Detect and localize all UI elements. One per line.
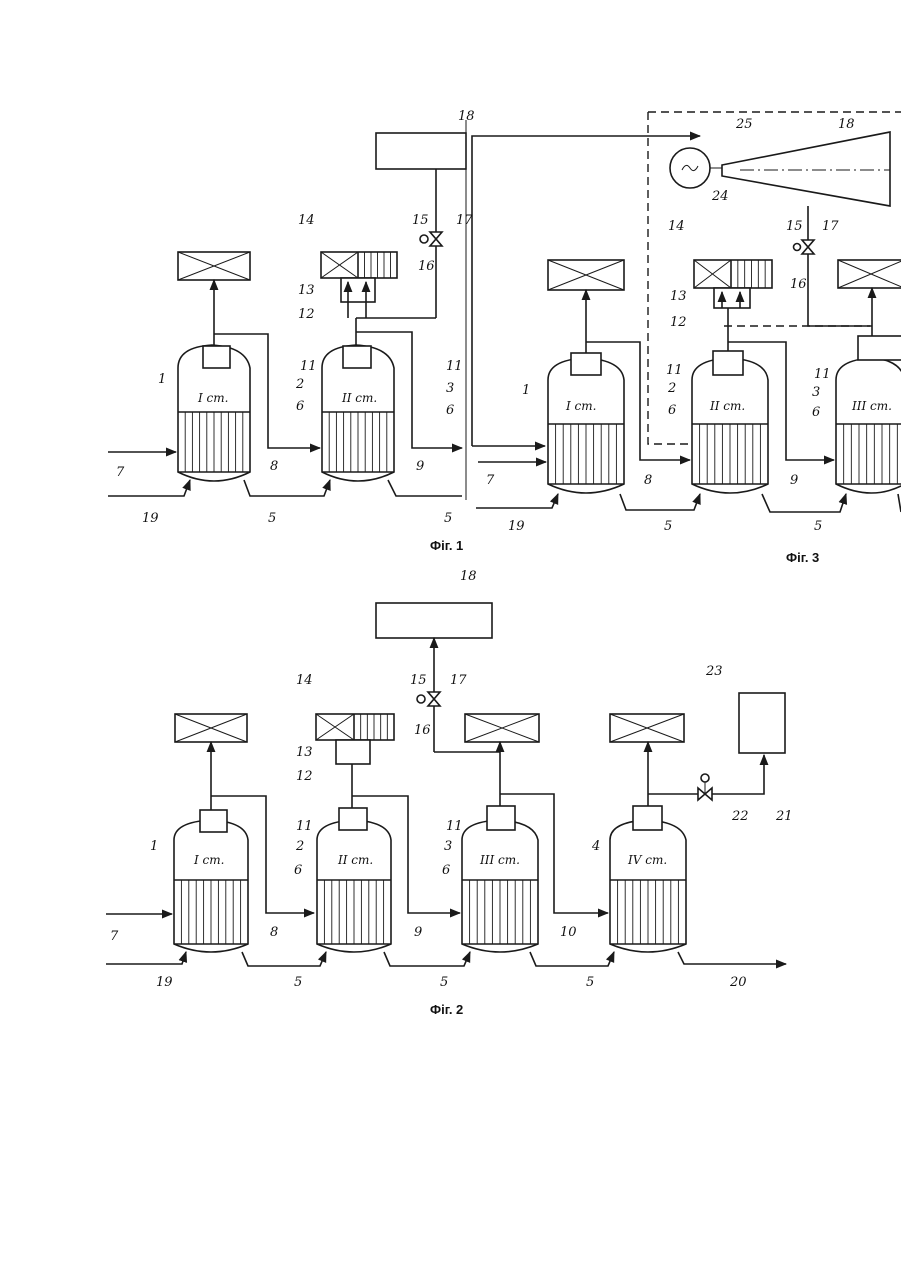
ref-number: 6 <box>446 403 454 418</box>
ref-number: 19 <box>156 975 173 990</box>
figure-3 <box>472 112 901 512</box>
ref-number: 8 <box>644 473 652 488</box>
f2-valve-17-icon <box>428 692 440 706</box>
ref-number: 11 <box>814 367 831 382</box>
ref-number: 14 <box>298 213 315 228</box>
ref-number: 12 <box>670 315 687 330</box>
ref-number: 8 <box>270 459 278 474</box>
stage-label: IV ст. <box>627 853 667 867</box>
ref-number: 12 <box>298 307 315 322</box>
ref-number: 16 <box>418 259 435 274</box>
ref-number: 11 <box>446 359 463 374</box>
ref-number: 3 <box>446 381 454 396</box>
ref-number: 19 <box>508 519 525 534</box>
ref-number: 13 <box>670 289 687 304</box>
turbine-18-icon <box>722 132 890 206</box>
figure-2-caption: Фіг. 2 <box>430 1002 463 1017</box>
ref-number: 6 <box>668 403 676 418</box>
ref-number: 10 <box>560 925 577 940</box>
stage-label: III ст. <box>479 853 520 867</box>
ref-number: 5 <box>440 975 448 990</box>
ref-number: 2 <box>295 377 304 392</box>
ref-number: 16 <box>414 723 431 738</box>
ref-number: 4 <box>591 839 600 854</box>
ref-number: 20 <box>729 975 747 990</box>
ref-number: 5 <box>294 975 302 990</box>
ref-number: 6 <box>442 863 450 878</box>
figure-3-caption: Фіг. 3 <box>786 550 819 565</box>
stage-label: I ст. <box>193 853 224 867</box>
ref-number: 5 <box>586 975 594 990</box>
ref-number: 9 <box>790 473 798 488</box>
ref-number: 9 <box>414 925 422 940</box>
ref-number: 11 <box>446 819 463 834</box>
figure-1-caption: Фіг. 1 <box>430 538 463 553</box>
ref-number: 17 <box>450 673 467 688</box>
ref-number: 24 <box>711 189 729 204</box>
ref-number: 7 <box>116 465 125 480</box>
ref-number: 3 <box>444 839 452 854</box>
stage-label: II ст. <box>709 399 745 413</box>
ref-number: 15 <box>786 219 803 234</box>
ref-number: 22 <box>731 809 749 824</box>
ref-number: 19 <box>142 511 159 526</box>
ref-number: 13 <box>296 745 313 760</box>
ref-number: 11 <box>300 359 317 374</box>
f3-reactor-stage-3 <box>836 336 901 493</box>
unit-14-15-box <box>321 252 397 278</box>
ref-number: 2 <box>295 839 304 854</box>
ref-number: 17 <box>822 219 839 234</box>
ref-number: 5 <box>268 511 276 526</box>
figure-2 <box>106 603 786 966</box>
ref-number: 2 <box>667 381 676 396</box>
stage-label: I ст. <box>565 399 596 413</box>
ref-number: 15 <box>410 673 427 688</box>
ref-number: 7 <box>486 473 495 488</box>
ref-number: 11 <box>296 819 313 834</box>
f2-unit-23-box <box>739 693 785 753</box>
ref-number: 6 <box>812 405 820 420</box>
ref-number: 18 <box>458 109 475 124</box>
ref-number: 5 <box>814 519 822 534</box>
ref-number: 21 <box>775 809 793 824</box>
ref-number: 17 <box>456 213 473 228</box>
ref-number: 5 <box>664 519 672 534</box>
ref-number: 6 <box>296 399 304 414</box>
stage-label: II ст. <box>337 853 373 867</box>
ref-number: 3 <box>812 385 820 400</box>
ref-number: 1 <box>158 372 166 387</box>
ref-number: 8 <box>270 925 278 940</box>
ref-number: 14 <box>668 219 685 234</box>
ref-number: 1 <box>522 383 530 398</box>
stage-label: I ст. <box>197 391 228 405</box>
ref-number: 7 <box>110 929 119 944</box>
ref-number: 25 <box>735 117 753 132</box>
valve-17-icon <box>430 232 442 246</box>
ref-number: 1 <box>150 839 158 854</box>
f2-unit-18-box <box>376 603 492 638</box>
ref-number: 12 <box>296 769 313 784</box>
ref-number: 6 <box>294 863 302 878</box>
ref-number: 16 <box>790 277 807 292</box>
figure-1 <box>108 120 466 500</box>
ref-number: 18 <box>838 117 855 132</box>
ref-number: 23 <box>705 664 723 679</box>
ref-number: 14 <box>296 673 313 688</box>
valve-actuator-icon <box>420 235 428 243</box>
ref-number: 13 <box>298 283 315 298</box>
stage-label: II ст. <box>341 391 377 405</box>
ref-number: 15 <box>412 213 429 228</box>
ref-number: 18 <box>460 569 477 584</box>
unit-18-box <box>376 133 466 169</box>
ref-number: 9 <box>416 459 424 474</box>
ref-number: 11 <box>666 363 683 378</box>
stage-label: III ст. <box>851 399 892 413</box>
valve-17-icon-f3 <box>802 240 814 254</box>
ref-number: 5 <box>444 511 452 526</box>
